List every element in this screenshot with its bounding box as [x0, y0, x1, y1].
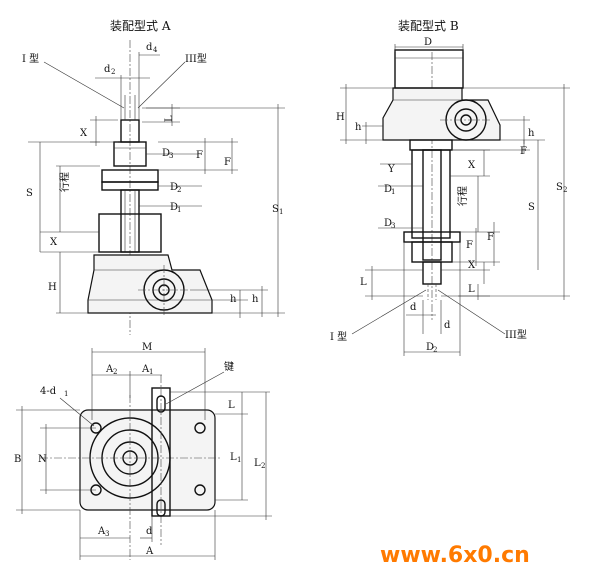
svg-text:2: 2	[261, 462, 265, 470]
label-b-type3: III型	[505, 328, 527, 341]
view-a: d 4 d 2 I 型 III型 L X D 3 F F D 2	[22, 40, 285, 335]
plan-bolt-hole	[194, 484, 206, 496]
dim-a-d2: d	[104, 64, 111, 75]
dim-b-stroke: 行程	[456, 186, 469, 206]
title-assembly-a: 装配型式 A	[110, 19, 171, 33]
dim-b-S2: S	[556, 182, 563, 193]
view-a-housing	[87, 254, 213, 314]
label-b-type1: I 型	[330, 330, 347, 343]
view-b-tube	[411, 149, 451, 239]
dim-a-S1: S	[272, 204, 279, 215]
dim-a-h: h	[252, 294, 259, 305]
dim-plan-M: M	[142, 342, 152, 353]
dim-b-D1: D	[384, 184, 392, 195]
dim-b-F2: F	[466, 240, 473, 251]
plan-bolt-hole	[194, 422, 206, 434]
dim-plan-B: B	[14, 454, 21, 465]
dim-b-F1: F	[487, 232, 494, 243]
svg-text:1: 1	[64, 390, 68, 398]
view-b-screw	[422, 149, 442, 261]
svg-text:3: 3	[105, 530, 109, 538]
dim-b-D3: D	[384, 218, 392, 229]
dim-plan-A3: A	[97, 526, 106, 537]
svg-text:1: 1	[279, 208, 283, 216]
svg-text:2: 2	[111, 68, 115, 76]
view-b-cap	[394, 49, 464, 89]
view-b-shaft-end	[422, 261, 442, 285]
title-assembly-b: 装配型式 B	[398, 19, 459, 33]
dim-plan-L2: L	[254, 458, 261, 469]
dim-b-F: F	[520, 146, 527, 157]
label-plan-key: 键	[224, 360, 234, 373]
dim-plan-L: L	[228, 400, 235, 411]
svg-text:2: 2	[563, 186, 567, 194]
view-a-tube	[98, 213, 162, 253]
watermark: www.6x0.cn	[380, 543, 530, 568]
dim-plan-A2: A	[105, 364, 114, 375]
dim-plan-d: d	[146, 526, 153, 537]
dim-a-h1: h	[230, 294, 237, 305]
dim-plan-N: N	[38, 454, 47, 465]
svg-text:1: 1	[391, 188, 395, 196]
view-plan: M A 2 A 1 键 4-d 1 L L 1 L 2 B N	[14, 342, 272, 560]
dim-a-F1: F	[224, 157, 231, 168]
svg-text:1: 1	[177, 206, 181, 214]
svg-text:2: 2	[433, 346, 437, 354]
svg-text:1: 1	[149, 368, 153, 376]
label-a-type3: III型	[185, 52, 207, 65]
dim-b-H1: H	[336, 112, 345, 123]
dim-b-d4: d	[444, 320, 451, 331]
svg-text:4: 4	[153, 46, 158, 54]
dim-a-F2: F	[196, 150, 203, 161]
view-b: D H h h F Y X D 1 行程 S	[330, 37, 570, 356]
svg-text:2: 2	[177, 186, 181, 194]
plan-key-top	[156, 395, 166, 413]
dim-a-stroke: 行程	[58, 172, 71, 192]
dim-b-d2: d	[410, 302, 417, 313]
dim-a-L2: L	[164, 115, 175, 122]
dim-b-D2: D	[426, 342, 434, 353]
dim-a-D3: D	[162, 148, 170, 159]
dim-b-x-top: X	[468, 160, 476, 171]
dim-b-L3: L	[468, 284, 475, 295]
label-a-type1: I 型	[22, 52, 39, 65]
dim-b-Y: Y	[387, 164, 395, 175]
dim-plan-L1: L	[230, 452, 237, 463]
dim-plan-A: A	[145, 546, 154, 557]
svg-text:1: 1	[237, 456, 241, 464]
dim-a-D2: D	[170, 182, 178, 193]
dim-a-x-bottom: X	[50, 237, 58, 248]
dim-a-x-top: X	[80, 128, 88, 139]
dim-b-x-bottom: X	[468, 260, 476, 271]
dim-plan-A1: A	[141, 364, 150, 375]
view-b-flange	[409, 139, 453, 151]
dim-a-H: H	[48, 282, 57, 293]
dim-b-h: h	[528, 128, 535, 139]
label-plan-holes: 4-d	[40, 386, 57, 397]
svg-text:2: 2	[113, 368, 117, 376]
dim-a-d4: d	[146, 42, 153, 53]
svg-text:3: 3	[169, 152, 173, 160]
dim-a-D1: D	[170, 202, 178, 213]
dim-a-S: S	[26, 188, 33, 199]
dim-b-h1: h	[355, 122, 362, 133]
plan-key-bottom	[156, 499, 166, 517]
dim-b-L1: L	[360, 277, 367, 288]
dim-b-D: D	[424, 37, 432, 48]
svg-text:3: 3	[391, 222, 395, 230]
dim-b-S: S	[528, 202, 535, 213]
